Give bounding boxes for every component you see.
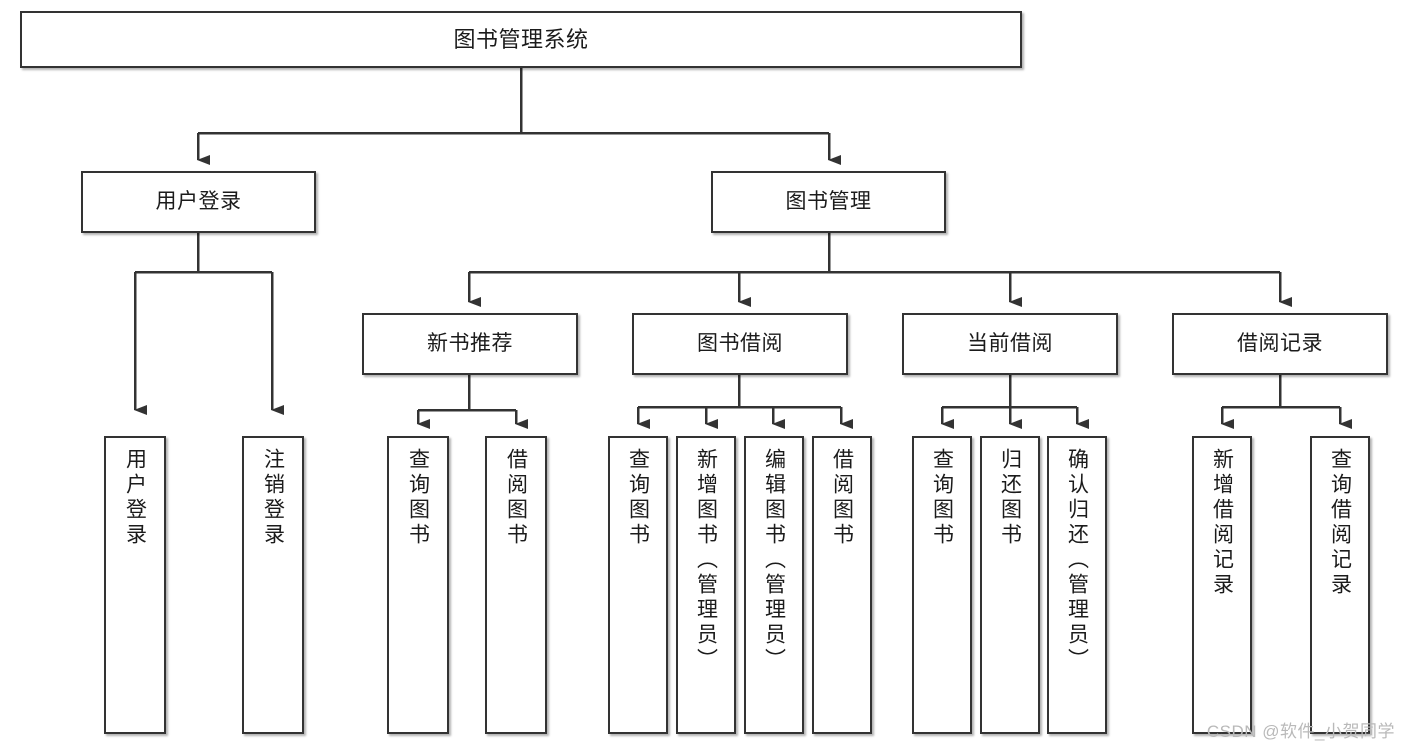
- leaf-new-book-borrow[interactable]: 借阅图书: [485, 436, 547, 734]
- node-book-management[interactable]: 图书管理: [711, 171, 946, 233]
- node-label: 图书借阅: [697, 331, 783, 355]
- node-label: 图书管理: [785, 189, 872, 213]
- node-label: 查询图书: [626, 448, 650, 548]
- node-label: 当前借阅: [967, 331, 1053, 355]
- node-label: 确认归还（管理员）: [1065, 448, 1089, 673]
- node-label: 借阅图书: [504, 448, 528, 548]
- leaf-user-login-login[interactable]: 用户登录: [104, 436, 166, 734]
- leaf-record-query-record[interactable]: 查询借阅记录: [1310, 436, 1370, 734]
- node-label: 查询借阅记录: [1328, 448, 1352, 598]
- node-label: 新书推荐: [427, 331, 513, 355]
- leaf-borrow-borrow-book[interactable]: 借阅图书: [812, 436, 872, 734]
- leaf-borrow-edit-book-admin[interactable]: 编辑图书（管理员）: [744, 436, 804, 734]
- node-label: 新增图书（管理员）: [694, 448, 718, 673]
- csdn-watermark: CSDN @软件_小贺同学: [1206, 722, 1395, 741]
- node-root-system[interactable]: 图书管理系统: [20, 11, 1022, 68]
- leaf-current-query-book[interactable]: 查询图书: [912, 436, 972, 734]
- node-label: 新增借阅记录: [1210, 448, 1234, 598]
- node-label: 查询图书: [930, 448, 954, 548]
- leaf-borrow-add-book-admin[interactable]: 新增图书（管理员）: [676, 436, 736, 734]
- node-label: 归还图书: [998, 448, 1022, 548]
- node-label: 编辑图书（管理员）: [762, 448, 786, 673]
- leaf-current-return-book[interactable]: 归还图书: [980, 436, 1040, 734]
- node-user-login[interactable]: 用户登录: [81, 171, 316, 233]
- node-book-borrow[interactable]: 图书借阅: [632, 313, 848, 375]
- node-label: 借阅记录: [1237, 331, 1323, 355]
- node-current-borrow[interactable]: 当前借阅: [902, 313, 1118, 375]
- leaf-current-confirm-return-admin[interactable]: 确认归还（管理员）: [1047, 436, 1107, 734]
- node-label: 图书管理系统: [453, 26, 589, 52]
- leaf-new-book-query[interactable]: 查询图书: [387, 436, 449, 734]
- node-label: 注销登录: [261, 448, 285, 548]
- node-label: 用户登录: [123, 448, 147, 548]
- leaf-record-add-record[interactable]: 新增借阅记录: [1192, 436, 1252, 734]
- node-borrow-record[interactable]: 借阅记录: [1172, 313, 1388, 375]
- node-label: 查询图书: [406, 448, 430, 548]
- node-new-book-recommend[interactable]: 新书推荐: [362, 313, 578, 375]
- leaf-user-login-logout[interactable]: 注销登录: [242, 436, 304, 734]
- node-label: 借阅图书: [830, 448, 854, 548]
- node-label: 用户登录: [155, 189, 242, 213]
- leaf-borrow-query-book[interactable]: 查询图书: [608, 436, 668, 734]
